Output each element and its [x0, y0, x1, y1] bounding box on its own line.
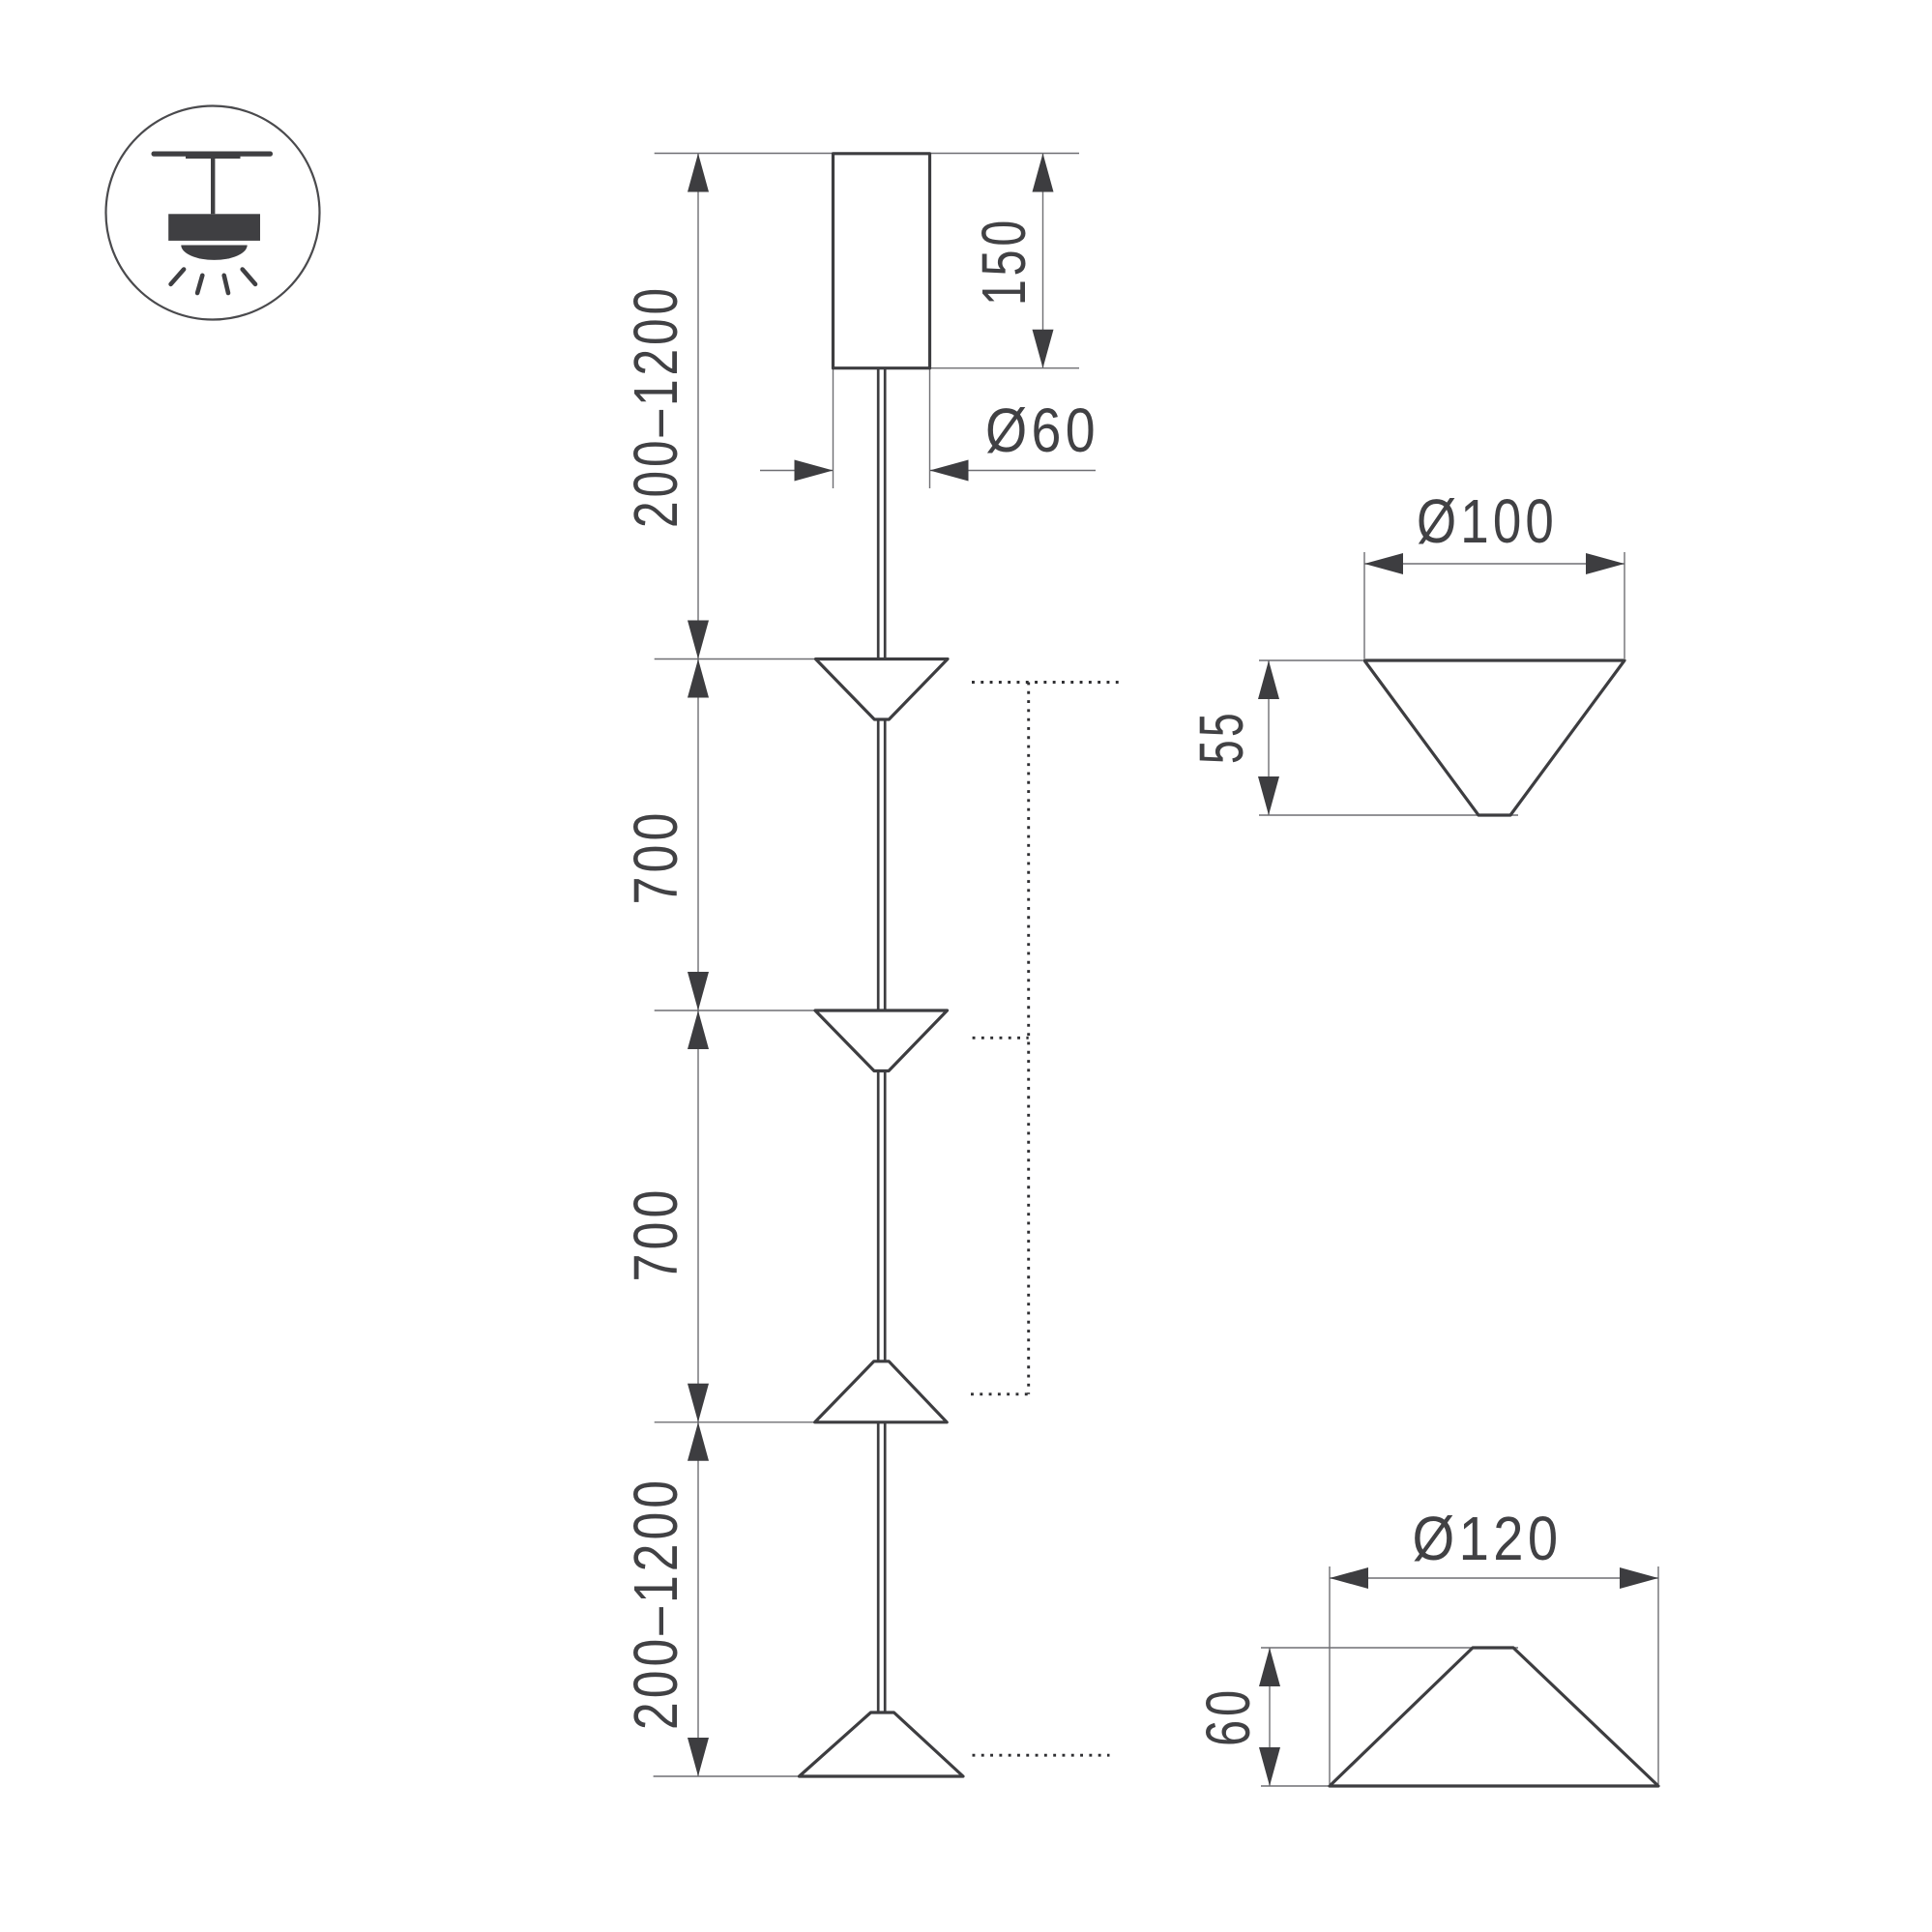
dim-hanger-top-arrowhead-2-icon: [688, 620, 709, 659]
dim-module-1-arrowhead-2-icon: [688, 972, 709, 1010]
dim-module-2-arrowhead-2-icon: [688, 1383, 709, 1422]
dim-canopy-height-arrowhead-2-icon: [1032, 329, 1054, 368]
detail-down-dim-diameter-arrowhead-2-icon: [1586, 553, 1625, 574]
icon-ceiling-line: [151, 151, 273, 157]
dim-label-detail-down-height: 55: [1186, 710, 1256, 764]
detail-up-dim-diameter: Ø120: [1329, 1504, 1659, 1784]
pendant-ceiling-light-icon: [151, 151, 273, 296]
dim-canopy-diameter: Ø60: [760, 395, 1099, 482]
pendant-mount-badge: [104, 104, 321, 321]
dim-label-detail-up-diameter: Ø120: [1413, 1504, 1563, 1573]
dim-hanger-bottom-arrowhead-2-icon: [688, 1738, 709, 1776]
dim-module-2: 700: [621, 1010, 709, 1422]
icon-canopy-plate: [186, 155, 241, 159]
icon-light-ray-4: [240, 267, 258, 287]
dim-hanger-bottom: 200–1200: [621, 1421, 709, 1776]
icon-light-rays: [168, 267, 258, 296]
icon-suspension-rod: [211, 158, 216, 215]
dim-module-2-arrowhead-1-icon: [688, 1010, 709, 1049]
icon-lamp-body: [168, 214, 260, 241]
dim-canopy-diameter-arrowhead-2-icon: [929, 459, 969, 482]
icon-light-ray-1: [168, 267, 187, 287]
dim-hanger-top-arrowhead-1-icon: [688, 153, 709, 192]
detail-up-dim-diameter-arrowhead-1-icon: [1330, 1567, 1368, 1589]
detail-down-dim-height-arrowhead-1-icon: [1258, 660, 1279, 699]
detail-down-dim-height: 55: [1186, 659, 1518, 816]
dim-label-hanger-top: 200–1200: [621, 284, 690, 528]
detail-cone-up-shape: [1328, 1646, 1660, 1788]
icon-light-ray-3: [221, 273, 231, 296]
detail-cone-down-shape: [1362, 659, 1626, 817]
dim-label-hanger-bottom: 200–1200: [621, 1477, 690, 1730]
dim-module-1-arrowhead-1-icon: [688, 659, 709, 698]
dim-canopy-height-arrowhead-1-icon: [1032, 153, 1054, 192]
detail-down-dim-height-arrowhead-2-icon: [1258, 776, 1279, 815]
cone-1-down: [813, 657, 950, 721]
detail-cone-down: Ø100 55: [1186, 486, 1626, 817]
detail-cone-up: Ø120 60: [1193, 1504, 1660, 1788]
dim-label-canopy-height: 150: [969, 217, 1039, 306]
dim-canopy-diameter-arrowhead-1-icon: [794, 459, 834, 482]
canopy: [831, 152, 932, 370]
detail-down-dim-diameter-arrowhead-1-icon: [1364, 553, 1403, 574]
icon-light-ray-2: [194, 273, 205, 296]
detail-up-dim-diameter-arrowhead-2-icon: [1620, 1567, 1658, 1589]
dim-label-canopy-diameter: Ø60: [985, 395, 1099, 465]
front-view: 200–1200 700 700 200–1200 15: [621, 152, 1120, 1778]
icon-light-dome: [181, 245, 248, 260]
detail-up-dim-height-arrowhead-2-icon: [1259, 1747, 1280, 1786]
dim-hanger-top: 200–1200: [621, 153, 709, 659]
cone-4-up: [797, 1711, 965, 1778]
dotted-reference-lines: [971, 681, 1120, 1757]
detail-up-dim-height-arrowhead-1-icon: [1259, 1648, 1280, 1686]
dim-module-1: 700: [621, 659, 709, 1010]
dim-hanger-bottom-arrowhead-1-icon: [688, 1421, 709, 1461]
dim-label-detail-down-diameter: Ø100: [1417, 486, 1558, 556]
dim-canopy-height: 150: [969, 153, 1054, 368]
cone-3-up: [813, 1360, 949, 1424]
dim-label-module-1: 700: [621, 809, 690, 905]
cone-2-down: [813, 1009, 950, 1073]
detail-down-dim-diameter: Ø100: [1363, 486, 1625, 659]
dim-label-detail-up-height: 60: [1193, 1686, 1263, 1746]
detail-up-dim-height: 60: [1193, 1647, 1518, 1787]
dim-label-module-2: 700: [621, 1186, 690, 1282]
